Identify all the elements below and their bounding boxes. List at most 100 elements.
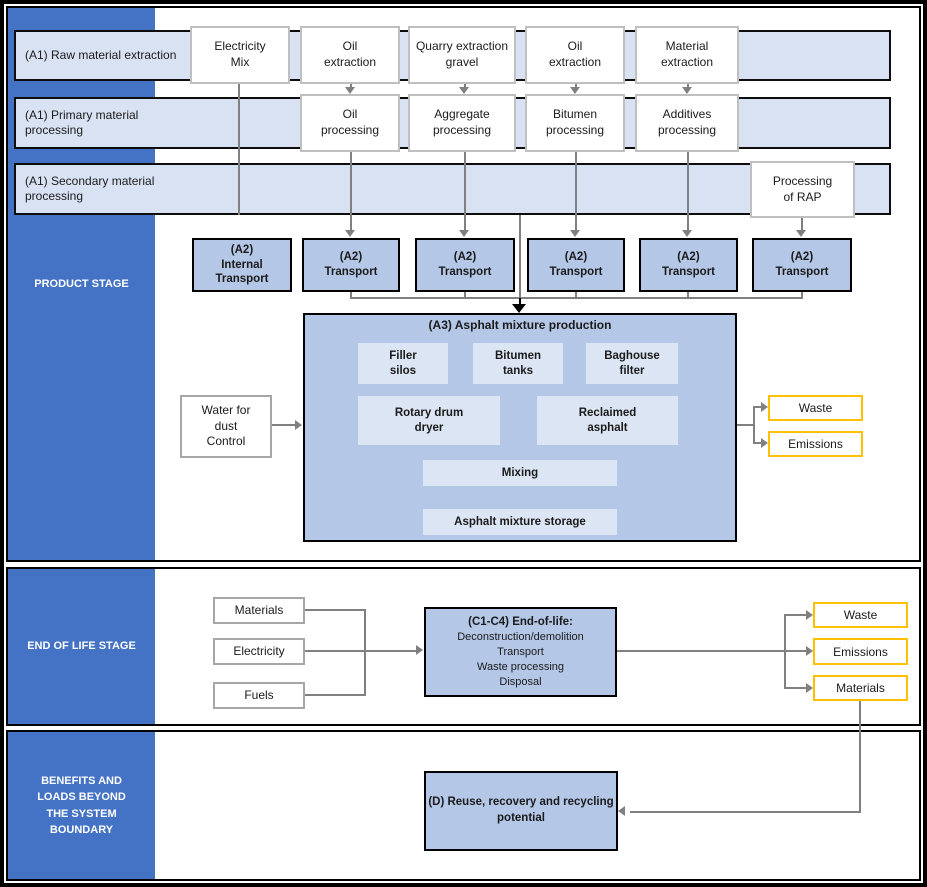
connector-electricity-mix-down xyxy=(238,84,240,215)
box-transport-5: (A2) Transport xyxy=(752,238,852,292)
box-materials-eol: Materials xyxy=(813,675,908,701)
arrowhead-water-into-a3 xyxy=(295,420,302,430)
box-transport-1: (A2) Transport xyxy=(302,238,400,292)
connector-oil-processing-down xyxy=(350,152,352,231)
arrowhead-into-transport-2 xyxy=(459,230,469,237)
connector-a3-to-waste xyxy=(753,406,763,408)
connector-bitumen-processing-down xyxy=(575,152,577,231)
box-waste-eol: Waste xyxy=(813,602,908,628)
arrowhead-into-d-box xyxy=(618,806,625,816)
box-asphalt-mixture-storage: Asphalt mixture storage xyxy=(423,509,617,535)
arrowhead-into-transport-5 xyxy=(796,230,806,237)
connector-water-to-a3 xyxy=(272,424,295,426)
box-mixing: Mixing xyxy=(423,460,617,486)
connector-oil-extraction-2-down xyxy=(575,84,577,88)
arrowhead-into-emissions-product xyxy=(761,438,768,448)
arrowhead-into-materials-eol xyxy=(806,683,813,693)
connector-to-materials-eol xyxy=(786,687,806,689)
stub-transport-3 xyxy=(575,292,577,298)
sidebar-product-stage-label: PRODUCT STAGE xyxy=(34,277,129,290)
connector-materials-to-d-horizontal xyxy=(630,811,859,813)
box-internal-transport: (A2) Internal Transport xyxy=(192,238,292,292)
sidebar-benefits-label: BENEFITS AND LOADS BEYOND THE SYSTEM BOU… xyxy=(37,774,126,837)
stub-transport-2 xyxy=(464,292,466,298)
box-oil-processing: Oil processing xyxy=(300,94,400,152)
connector-to-waste-eol xyxy=(786,614,806,616)
box-electricity-input: Electricity xyxy=(213,638,305,665)
box-materials-input: Materials xyxy=(213,597,305,624)
arrowhead-into-oil-processing xyxy=(345,87,355,94)
connector-inputs-to-c1c4 xyxy=(305,650,416,652)
connector-inputs-vertical xyxy=(364,609,366,696)
arrowhead-into-c1c4 xyxy=(416,645,423,655)
band-primary-material-processing-label: (A1) Primary material processing xyxy=(25,108,139,137)
connector-fuels-right xyxy=(305,694,366,696)
d-box-label: (D) Reuse, recovery and recycling potent… xyxy=(428,796,614,824)
box-bitumen-processing: Bitumen processing xyxy=(525,94,625,152)
box-processing-of-rap: Processing of RAP xyxy=(750,161,855,218)
box-d-reuse-recovery-recycling: (D) Reuse, recovery and recycling potent… xyxy=(424,771,618,851)
c1c4-process-deconstruction: Deconstruction/demolition xyxy=(457,631,584,644)
collector-transports xyxy=(350,297,803,299)
connector-a3-out xyxy=(737,424,754,426)
arrowhead-into-additives-processing xyxy=(682,87,692,94)
stub-transport-1 xyxy=(350,292,352,298)
box-transport-2: (A2) Transport xyxy=(415,238,515,292)
a3-title: (A3) Asphalt mixture production xyxy=(428,318,612,332)
connector-materials-to-d-vertical xyxy=(859,701,861,813)
stub-transport-4 xyxy=(687,292,689,298)
stub-transport-5 xyxy=(801,292,803,298)
box-c1-c4-end-of-life: (C1-C4) End-of-life: Deconstruction/demo… xyxy=(424,607,617,697)
box-aggregate-processing: Aggregate processing xyxy=(408,94,516,152)
box-reclaimed-asphalt: Reclaimed asphalt xyxy=(537,396,678,445)
arrowhead-into-a3 xyxy=(512,304,526,313)
box-water-for-dust-control: Water for dust Control xyxy=(180,395,272,458)
arrowhead-into-waste-product xyxy=(761,402,768,412)
sidebar-benefits-and-loads: BENEFITS AND LOADS BEYOND THE SYSTEM BOU… xyxy=(8,732,155,879)
band-secondary-material-processing-label: (A1) Secondary material processing xyxy=(25,174,155,203)
box-emissions-product-stage: Emissions xyxy=(768,431,863,457)
c1c4-process-waste-processing: Waste processing xyxy=(476,660,565,673)
sidebar-end-of-life-label: END OF LIFE STAGE xyxy=(27,640,136,653)
arrowhead-into-waste-eol xyxy=(806,610,813,620)
arrowhead-into-transport-4 xyxy=(682,230,692,237)
connector-oil-extraction-1-down xyxy=(350,84,352,88)
connector-quarry-extraction-down xyxy=(464,84,466,88)
arrowhead-into-bitumen-processing xyxy=(570,87,580,94)
connector-c1c4-out-vertical xyxy=(784,614,786,689)
arrowhead-into-aggregate-processing xyxy=(459,87,469,94)
c1c4-process-transport: Transport xyxy=(497,645,544,658)
arrowhead-into-transport-3 xyxy=(570,230,580,237)
box-transport-4: (A2) Transport xyxy=(639,238,738,292)
connector-into-a3-black xyxy=(519,298,521,305)
box-bitumen-tanks: Bitumen tanks xyxy=(473,343,563,384)
connector-a3-to-emissions xyxy=(753,442,763,444)
box-electricity-mix: Electricity Mix xyxy=(190,26,290,84)
box-oil-extraction-2: Oil extraction xyxy=(525,26,625,84)
connector-rap-down xyxy=(801,218,803,230)
band-secondary-material-processing: (A1) Secondary material processing xyxy=(14,163,891,215)
box-fuels-input: Fuels xyxy=(213,682,305,709)
arrowhead-into-emissions-eol xyxy=(806,646,813,656)
connector-aggregate-processing-down xyxy=(464,152,466,231)
connector-c1c4-out xyxy=(617,650,786,652)
box-material-extraction: Material extraction xyxy=(635,26,739,84)
box-waste-product-stage: Waste xyxy=(768,395,863,421)
sidebar-product-stage: PRODUCT STAGE xyxy=(8,8,155,560)
connector-additives-processing-down xyxy=(687,152,689,231)
box-additives-processing: Additives processing xyxy=(635,94,739,152)
sidebar-end-of-life-stage: END OF LIFE STAGE xyxy=(8,569,155,724)
box-emissions-eol: Emissions xyxy=(813,638,908,665)
connector-secondary-to-a3 xyxy=(519,215,521,298)
box-rotary-drum-dryer: Rotary drum dryer xyxy=(358,396,500,445)
arrowhead-into-transport-1 xyxy=(345,230,355,237)
connector-to-emissions-eol xyxy=(786,650,806,652)
connector-materials-right xyxy=(305,609,366,611)
box-oil-extraction-1: Oil extraction xyxy=(300,26,400,84)
box-filler-silos: Filler silos xyxy=(358,343,448,384)
band-raw-material-extraction-label: (A1) Raw material extraction xyxy=(25,48,177,62)
c1c4-title: (C1-C4) End-of-life: xyxy=(468,615,573,628)
c1c4-process-disposal: Disposal xyxy=(499,675,542,688)
box-baghouse-filter: Baghouse filter xyxy=(586,343,678,384)
